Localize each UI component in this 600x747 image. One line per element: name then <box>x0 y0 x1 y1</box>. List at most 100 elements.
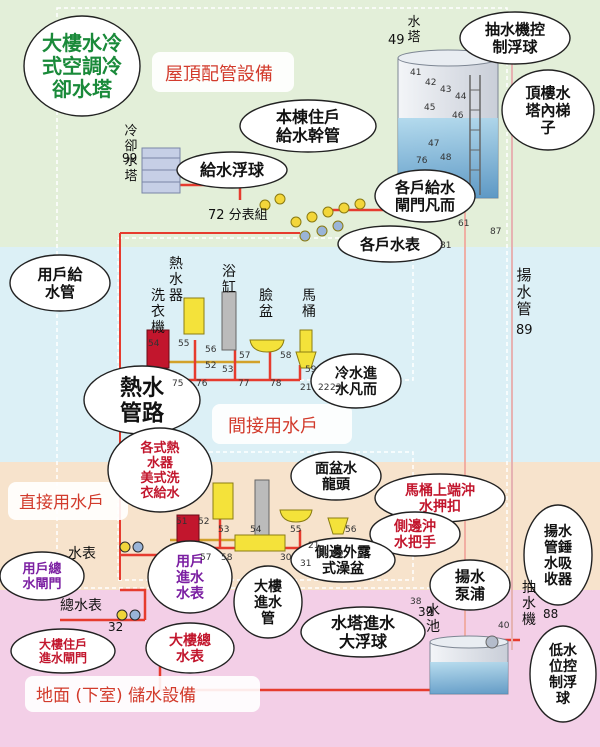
bubble-text: 用戶總 <box>21 561 61 577</box>
pipe-number: 30 <box>280 553 292 563</box>
washer-label-char: 機 <box>151 320 165 336</box>
pipe-number: 44 <box>455 92 467 102</box>
bubble-text: 大浮球 <box>339 632 388 651</box>
tower-label-char: 塔 <box>407 30 420 45</box>
bubble-shape <box>310 353 402 409</box>
bubble-text: 球 <box>556 690 571 707</box>
pipe-number: 61 <box>458 219 469 229</box>
tower-label-char: 水 <box>407 15 420 30</box>
bubble-text: 用戶給 <box>37 266 83 284</box>
pipe-number: 78 <box>270 379 282 389</box>
meter-cluster <box>259 193 366 242</box>
bubble-text: 揚水 <box>544 523 573 540</box>
pipe-number: 77 <box>238 379 249 389</box>
bubble-shape <box>369 511 461 557</box>
bubble-shape <box>429 559 511 611</box>
riser-pipe-label-char: 管 <box>516 300 531 318</box>
washer-label: 洗衣機 <box>151 288 165 336</box>
pipe-number: 40 <box>498 621 510 631</box>
bubble-text: 式澡盆 <box>322 560 365 577</box>
bubble-text: 龍頭 <box>322 476 351 493</box>
bubble-shape <box>374 169 476 223</box>
meter-label: 水表 <box>68 546 96 562</box>
cooler-label-char: 水 <box>124 154 137 169</box>
bubble-text: 側邊沖 <box>393 518 436 535</box>
pipe-number: 56 <box>345 525 357 535</box>
bathtub-label: 浴缸 <box>222 264 236 296</box>
pipe-number: 23 <box>330 383 341 393</box>
pipe-number: 51 <box>176 517 187 527</box>
roof-zone-label: 屋頂配管設備 <box>165 64 273 85</box>
pipe-number: 58 <box>221 553 233 563</box>
bubble-text: 給水幹管 <box>276 126 340 145</box>
indirect-zone-label: 間接用水戶 <box>228 416 318 437</box>
bubble-float-valve: 給水浮球 <box>176 151 288 189</box>
cistern-label: 水池 <box>426 603 440 635</box>
bubble-shape <box>290 451 382 501</box>
pipe-number: 55 <box>178 339 189 349</box>
bubble-text: 低水 <box>548 642 578 659</box>
pipe-number: 53 <box>218 525 229 535</box>
pump-label-char: 抽 <box>522 580 536 596</box>
pipe-number: 57 <box>239 351 250 361</box>
ground-meters <box>116 541 144 621</box>
cistern-label-char: 池 <box>426 619 440 635</box>
bubble-shape <box>107 427 213 513</box>
bubble-shape <box>233 565 303 639</box>
pipe-number: 38 <box>410 597 422 607</box>
pipe-number: 56 <box>205 345 217 355</box>
bubble-text: 水表 <box>176 648 205 665</box>
pipe-number: 21 <box>300 383 311 393</box>
washer-label-char: 洗 <box>151 288 165 304</box>
pipe-number: 45 <box>424 103 435 113</box>
pipe-number: 21 <box>308 541 319 551</box>
pipe-number: 29 <box>332 549 344 559</box>
pipe-number: 55 <box>290 525 301 535</box>
bubble-shape <box>337 225 443 263</box>
bubble-text: 美式洗 <box>140 470 179 486</box>
bubble-text: 馬桶上端沖 <box>405 482 475 499</box>
pipe-number: 58 <box>280 351 292 361</box>
bubble-text: 大樓 <box>254 578 282 595</box>
heater-label-char: 器 <box>169 288 183 304</box>
direct-zone-label: 直接用水戶 <box>19 493 104 513</box>
bubble-text: 水押扣 <box>419 498 461 515</box>
bubble-text: 各式熱 <box>139 440 179 456</box>
bubble-shape <box>0 551 85 601</box>
meter-group-label: 72 分表組 <box>208 208 268 223</box>
bubble-text: 管錘 <box>544 539 572 556</box>
bubble-text: 水器 <box>147 455 174 471</box>
pipe-number: 41 <box>410 68 421 78</box>
bubble-text: 位控 <box>549 658 577 675</box>
riser-number: 89 <box>516 323 533 338</box>
cooler-label-char: 塔 <box>124 169 137 184</box>
basin-label-char: 臉 <box>259 288 273 304</box>
pipe-number: 53 <box>222 365 233 375</box>
bubble-shape <box>23 15 141 117</box>
pump-label-char: 機 <box>522 612 536 628</box>
bubble-text: 水塔進水 <box>331 613 396 632</box>
basin-label: 臉盆 <box>259 288 273 320</box>
bubble-text: 制浮球 <box>492 38 538 56</box>
bubble-text: 進水閘門 <box>39 650 87 665</box>
main-meter-label: 總水表 <box>60 597 102 614</box>
bubble-shape <box>501 69 595 151</box>
cooling-tower <box>141 147 181 194</box>
bubble-text: 水閘門 <box>22 576 61 592</box>
bubble-shape <box>529 625 597 723</box>
riser-pipe-label: 揚水管 <box>516 266 531 318</box>
pipe-number: 52 <box>198 517 209 527</box>
washer-label-char: 衣 <box>151 304 165 320</box>
tower-label: 水塔 <box>407 15 420 45</box>
bubble-text: 各戶水表 <box>359 235 421 253</box>
